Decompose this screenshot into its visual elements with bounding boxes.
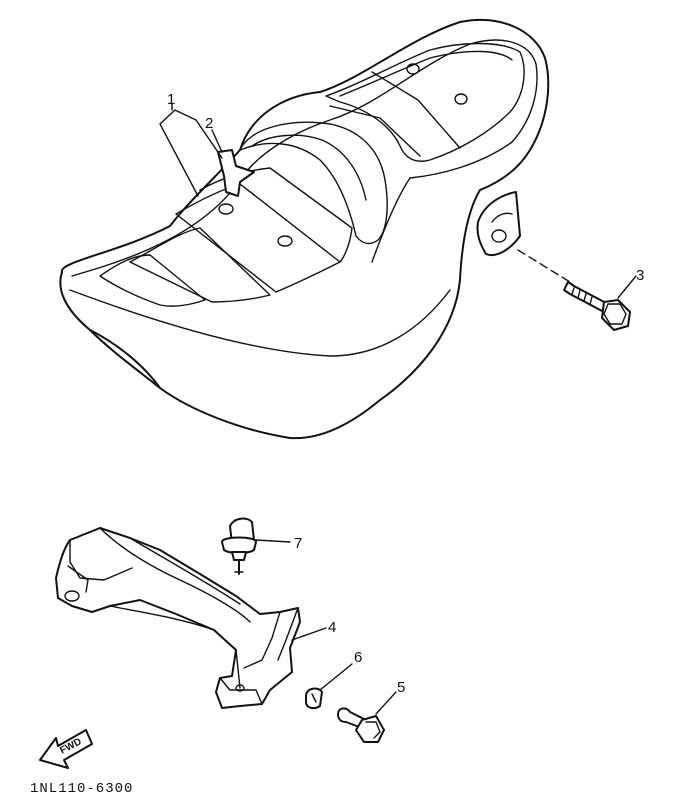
diagram-code: 1NL110-6300 — [30, 781, 133, 797]
leader-bracket-bolt — [517, 249, 571, 283]
bolt-part-5 — [337, 707, 385, 743]
callout-3: 3 — [636, 267, 644, 284]
bolt-part-3 — [563, 281, 631, 331]
washer-part-6 — [305, 687, 323, 710]
leader-lines — [159, 103, 637, 715]
knob-part-7 — [221, 517, 257, 575]
seat-bracket-part-4 — [55, 527, 301, 709]
fwd-arrow-icon: FWD — [39, 729, 93, 769]
callout-7: 7 — [294, 535, 302, 552]
seat-assembly — [59, 18, 550, 440]
callout-1: 1 — [167, 91, 175, 108]
callout-6: 6 — [354, 649, 362, 666]
callout-5: 5 — [397, 679, 405, 696]
callout-2: 2 — [205, 115, 213, 132]
callout-4: 4 — [328, 619, 336, 636]
